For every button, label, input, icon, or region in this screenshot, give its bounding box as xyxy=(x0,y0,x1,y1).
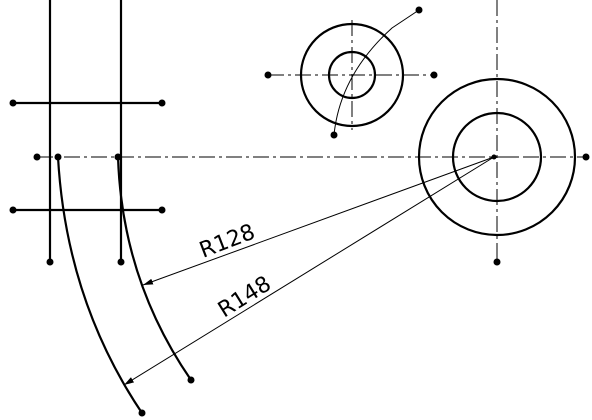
left-vertical-line-inner-endpoint[interactable] xyxy=(117,258,125,266)
large-inner-circle[interactable] xyxy=(451,111,543,203)
dimension-label-r148[interactable]: R148 xyxy=(214,272,276,324)
outer-arc-end-point[interactable] xyxy=(138,409,146,417)
construction-arc[interactable] xyxy=(333,9,420,136)
outer-arc-r148[interactable] xyxy=(56,156,143,414)
upper-horizontal-line-left-endpoint[interactable] xyxy=(9,99,17,107)
large-outer-circle[interactable] xyxy=(417,77,577,237)
main-centerline-left-endpoint[interactable] xyxy=(33,153,41,161)
lower-horizontal-line-left-endpoint[interactable] xyxy=(9,206,17,214)
lower-horizontal-line-right-endpoint[interactable] xyxy=(158,206,166,214)
small-inner-circle[interactable] xyxy=(327,50,377,100)
dimension-label-r128[interactable]: R128 xyxy=(196,220,258,264)
construction-arc-end-point[interactable] xyxy=(415,6,423,14)
small-outer-circle[interactable] xyxy=(299,22,405,128)
right-vertical-centerline-endpoint[interactable] xyxy=(493,258,501,266)
dimension-line-r128[interactable] xyxy=(142,156,495,286)
small-centerline-left-endpoint[interactable] xyxy=(264,71,272,79)
left-vertical-line-outer-endpoint[interactable] xyxy=(46,258,54,266)
inner-arc-start-point[interactable] xyxy=(114,153,122,161)
small-centerline-right-endpoint[interactable] xyxy=(430,71,438,79)
main-centerline-right-endpoint[interactable] xyxy=(582,153,590,161)
outer-arc-start-point[interactable] xyxy=(54,153,62,161)
construction-arc-start-point[interactable] xyxy=(330,131,338,139)
inner-arc-end-point[interactable] xyxy=(187,376,195,384)
dimension-line-r148[interactable] xyxy=(123,156,495,386)
upper-horizontal-line-right-endpoint[interactable] xyxy=(158,99,166,107)
inner-arc-r128[interactable] xyxy=(116,156,192,381)
